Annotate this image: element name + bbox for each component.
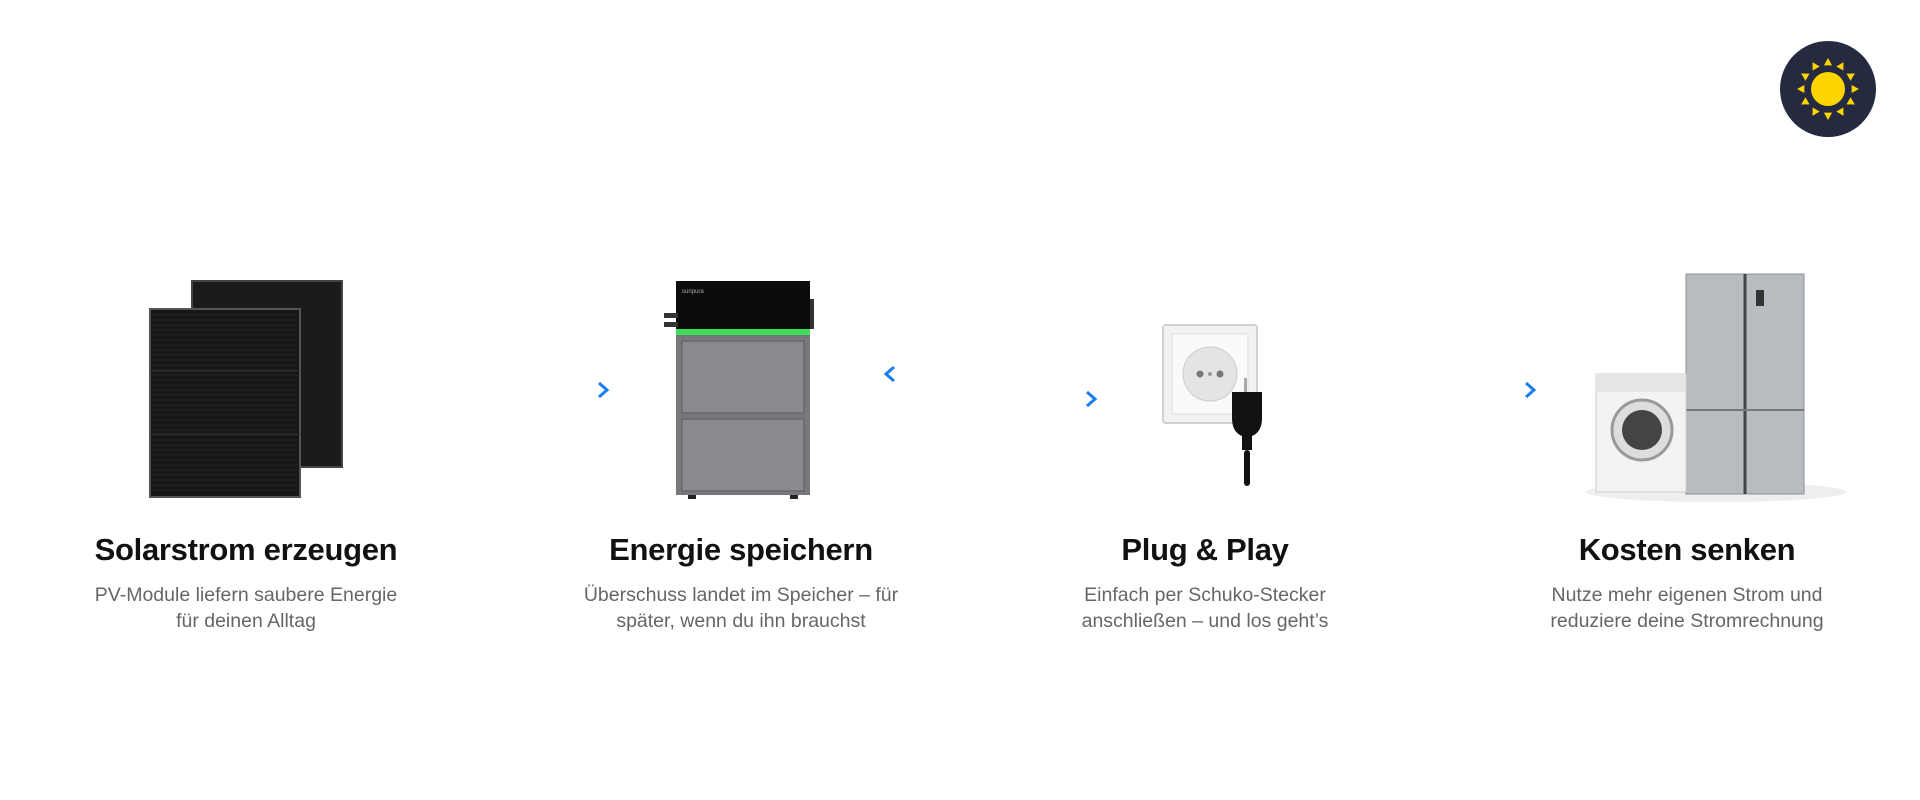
brand-logo: sunpura [682, 289, 704, 295]
step-title: Plug & Play [1121, 532, 1289, 567]
step-title: Energie speichern [609, 532, 873, 567]
battery-storage-image: sunpura [664, 281, 814, 499]
home-appliances-image [1586, 273, 1846, 502]
step-title: Kosten senken [1578, 532, 1796, 567]
step-save-costs: Kosten senken Nutze mehr eigenen Strom u… [1477, 530, 1897, 634]
arrow-storage-to-plug [884, 390, 1098, 408]
socket-plug-image [1162, 324, 1262, 486]
step-title: Solarstrom erzeugen [94, 532, 398, 567]
arrow-plug-to-storage [883, 365, 1095, 383]
step-solar: Solarstrom erzeugen PV-Module liefern sa… [36, 530, 456, 634]
solar-panels-image [149, 280, 343, 498]
arrow-solar-to-storage [396, 381, 610, 399]
theme-toggle-button[interactable] [1780, 41, 1876, 137]
sun-icon [1797, 58, 1859, 120]
step-storage: Energie speichern Überschuss landet im S… [531, 530, 951, 634]
arrow-plug-to-appliances [1323, 381, 1537, 399]
